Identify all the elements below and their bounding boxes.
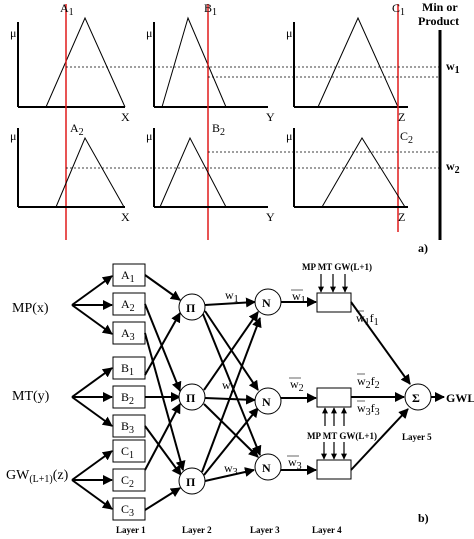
input-mp: MP(x) bbox=[12, 301, 49, 316]
node-c1 bbox=[112, 439, 146, 463]
mu-label: μ bbox=[286, 26, 292, 40]
layer-label-3: Layer 3 bbox=[250, 525, 280, 535]
input-mt: MT(y) bbox=[12, 389, 50, 404]
set-label-a2: A2 bbox=[70, 121, 84, 138]
layer-label-2: Layer 2 bbox=[182, 525, 212, 535]
weight-w3: w3 bbox=[224, 461, 238, 478]
n-node-3 bbox=[254, 453, 282, 481]
set-label-b1: B1 bbox=[204, 1, 217, 18]
svg-text:A1: A1 bbox=[121, 268, 135, 285]
mu-label: μ bbox=[146, 129, 152, 143]
svg-text:B3: B3 bbox=[121, 419, 134, 436]
set-label-c1: C1 bbox=[392, 1, 405, 18]
axis-label-z: Z bbox=[398, 110, 405, 124]
n-node-2 bbox=[254, 387, 282, 415]
layer-label-4: Layer 4 bbox=[312, 525, 342, 535]
consequent-label-2: w2f2 bbox=[357, 374, 380, 391]
w2-label: w2 bbox=[446, 159, 460, 176]
layer3-nodes: N N N bbox=[254, 288, 282, 481]
svg-text:C1: C1 bbox=[121, 444, 134, 461]
plot-b1: μ Y B1 bbox=[146, 1, 275, 240]
svg-text:Π: Π bbox=[186, 391, 196, 405]
w1-label: w1 bbox=[446, 59, 460, 76]
svg-text:A3: A3 bbox=[121, 326, 135, 343]
layer2-nodes: Π Π Π bbox=[178, 293, 206, 495]
mu-label: μ bbox=[146, 26, 152, 40]
svg-text:Σ: Σ bbox=[412, 391, 420, 405]
norm-weight-2: w2 bbox=[290, 377, 304, 394]
svg-text:N: N bbox=[262, 395, 271, 409]
norm-weight-3: w3 bbox=[288, 455, 302, 472]
layer1-nodes: A1 A2 A3 B1 B2 B3 C1 C2 C3 bbox=[112, 263, 146, 521]
svg-text:B2: B2 bbox=[121, 390, 134, 407]
layer4-inputs-bottom: MP MT GW(L+1) bbox=[307, 431, 377, 441]
svg-text:B1: B1 bbox=[121, 361, 134, 378]
input-fan-edges bbox=[71, 275, 113, 510]
axis-label-x: X bbox=[121, 210, 130, 224]
min-or-label: Min or bbox=[422, 0, 458, 14]
consequent-label-1: w1f1 bbox=[356, 311, 379, 328]
panel-label-b: b) bbox=[418, 511, 429, 525]
axis-label-z: Z bbox=[398, 210, 405, 224]
svg-text:Π: Π bbox=[186, 475, 196, 489]
layer4-nodes bbox=[316, 292, 352, 480]
consequent-node-3 bbox=[316, 459, 352, 480]
consequent-node-2 bbox=[316, 387, 352, 408]
axis-label-y: Y bbox=[266, 110, 275, 124]
panel-label-a: a) bbox=[418, 241, 428, 255]
node-c2 bbox=[112, 468, 146, 492]
layer2-to-layer3-edges bbox=[201, 297, 262, 482]
layer1-to-layer2-edges bbox=[144, 274, 186, 511]
set-label-c2: C2 bbox=[400, 129, 413, 146]
svg-text:Π: Π bbox=[186, 301, 196, 315]
plot-c1: μ Z C1 bbox=[286, 1, 408, 232]
svg-text:C2: C2 bbox=[121, 473, 134, 490]
set-label-a1: A1 bbox=[60, 1, 74, 18]
set-label-b2: B2 bbox=[212, 121, 225, 138]
axis-label-x: X bbox=[121, 110, 130, 124]
node-b1 bbox=[112, 356, 146, 380]
product-label: Product bbox=[418, 14, 459, 28]
mu-label: μ bbox=[10, 129, 16, 143]
svg-text:A2: A2 bbox=[121, 297, 135, 314]
plot-a2: μ X A2 bbox=[10, 121, 130, 224]
mu-label: μ bbox=[286, 129, 292, 143]
svg-text:N: N bbox=[262, 461, 271, 475]
mu-label: μ bbox=[10, 26, 16, 40]
fuzzy-reasoning-panel: μ X A1 μ Y B1 μ Z C1 bbox=[10, 0, 460, 255]
consequent-label-3: w3f3 bbox=[357, 401, 380, 418]
plot-b2: μ Y B2 bbox=[146, 121, 275, 224]
input-gw: GW(L+1)(z) bbox=[6, 468, 69, 485]
layer-label-5: Layer 5 bbox=[402, 432, 432, 442]
consequent-node-1 bbox=[316, 292, 352, 313]
plot-a1: μ X A1 bbox=[10, 1, 130, 240]
layer4-inputs-top: MP MT GW(L+1) bbox=[302, 262, 372, 272]
axis-label-y: Y bbox=[266, 210, 275, 224]
svg-text:N: N bbox=[262, 296, 271, 310]
plot-c2: μ Z C2 bbox=[286, 128, 413, 224]
pi-node-2 bbox=[178, 383, 206, 411]
layer3-to-layer4-edges bbox=[281, 297, 317, 475]
svg-text:C3: C3 bbox=[121, 502, 134, 519]
output-gwl: GWL bbox=[446, 391, 474, 405]
layer4-to-layer5-edges bbox=[350, 301, 411, 471]
norm-weight-1: w1 bbox=[292, 289, 306, 306]
weight-w1: w1 bbox=[225, 288, 239, 305]
pi-node-1 bbox=[178, 293, 206, 321]
anfis-network-panel: MP(x) MT(y) GW(L+1)(z) A1 A2 A3 B1 bbox=[6, 262, 474, 535]
layer4-input-arrows bbox=[318, 274, 348, 460]
layer-label-1: Layer 1 bbox=[116, 525, 146, 535]
